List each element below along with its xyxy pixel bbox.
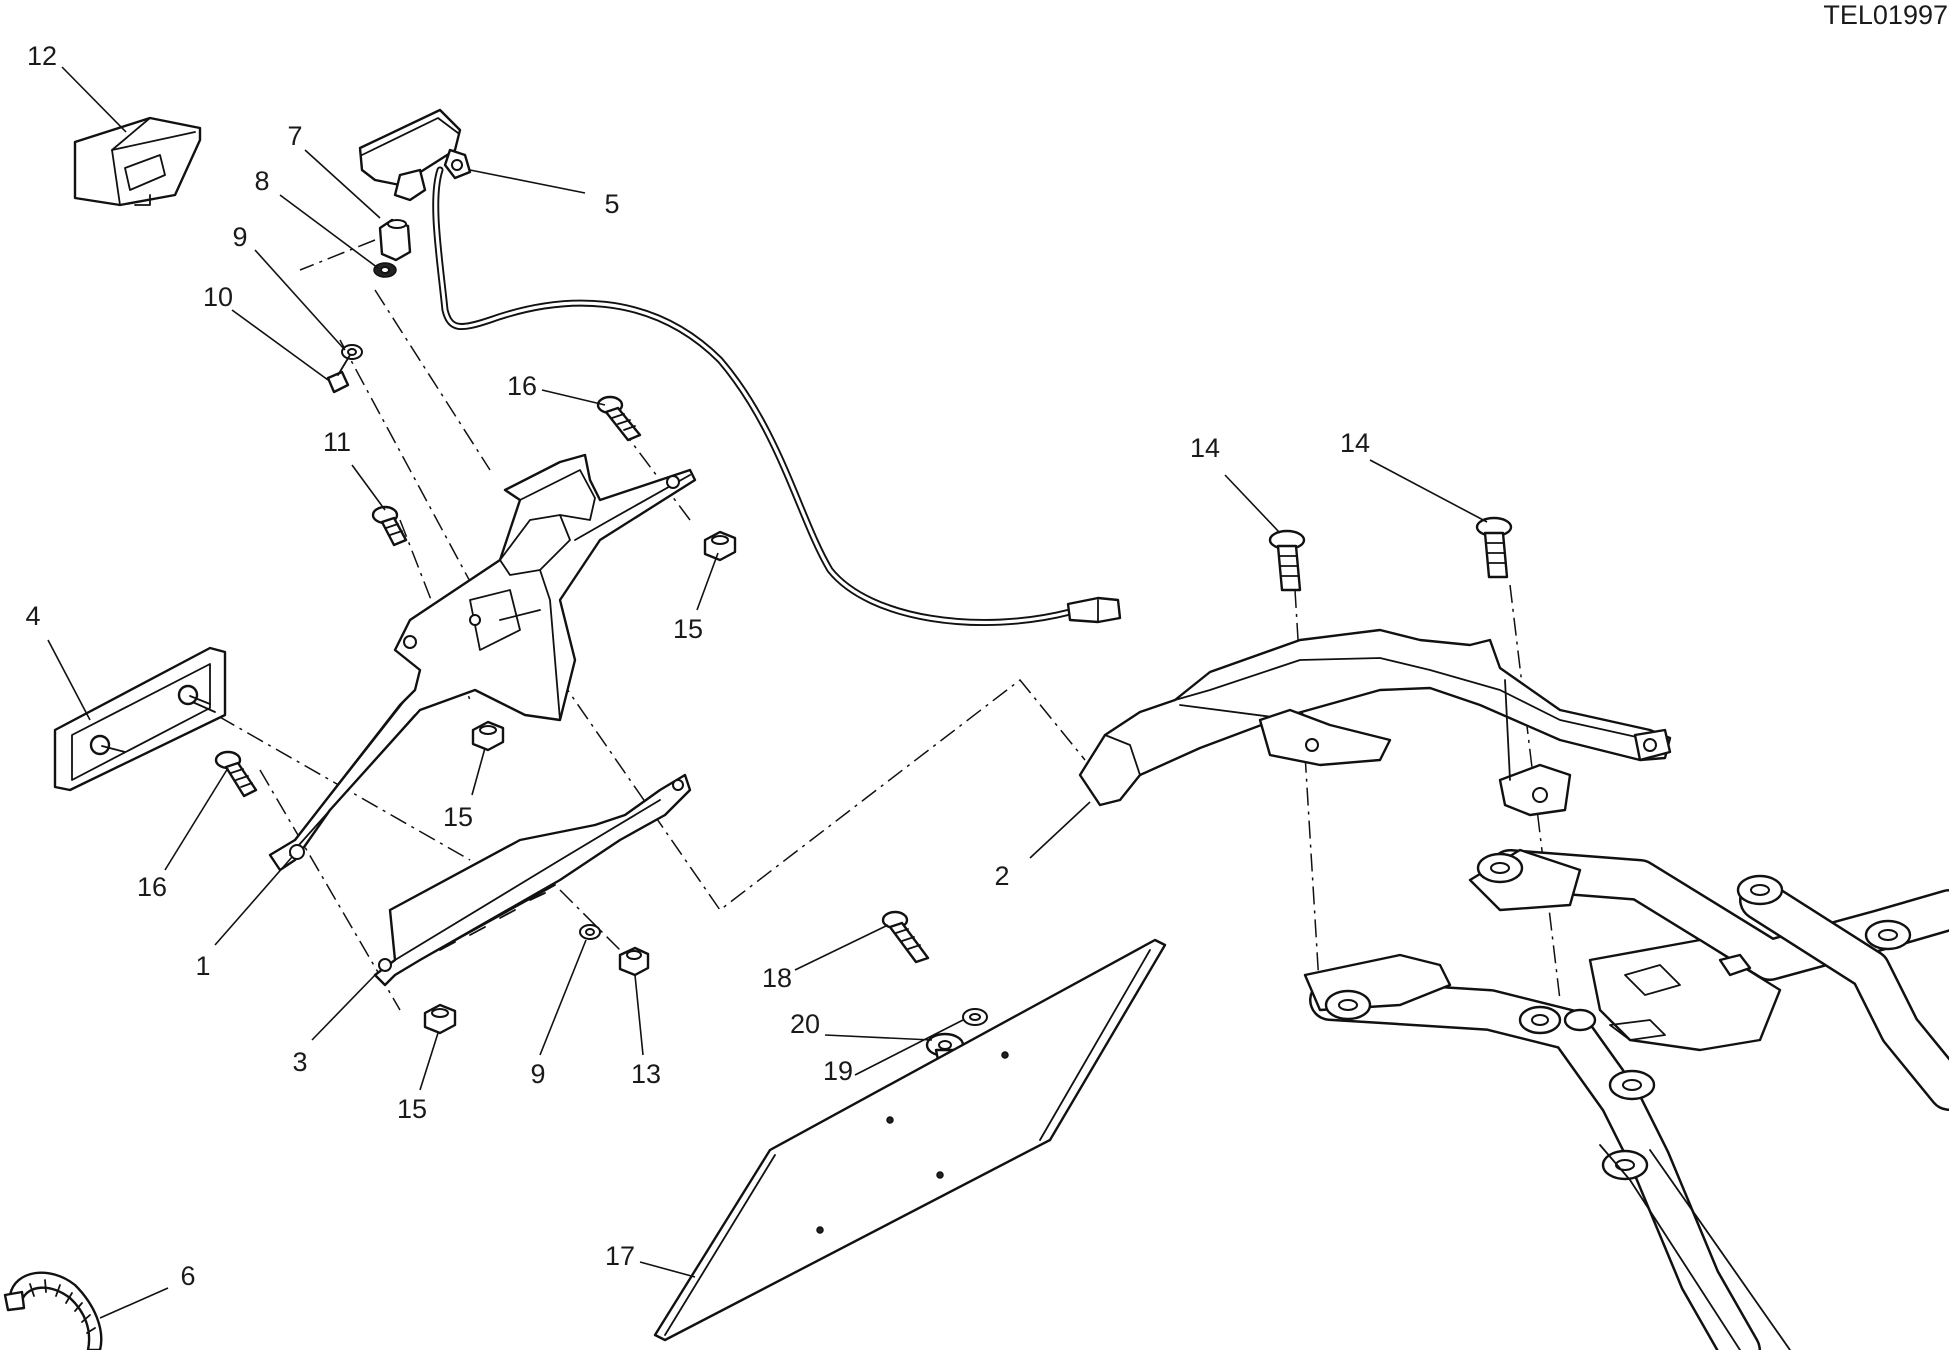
part-3-lower-bracket bbox=[373, 773, 692, 987]
part-7-spacer bbox=[378, 218, 412, 262]
leader-lines bbox=[47, 66, 1488, 1319]
part-9-washer-upper bbox=[341, 344, 363, 360]
callout-label: 3 bbox=[292, 1047, 307, 1077]
callout-label: 15 bbox=[443, 802, 473, 832]
part-13-nut bbox=[618, 946, 650, 977]
callout-label: 12 bbox=[27, 41, 57, 71]
part-12-cover bbox=[73, 116, 202, 207]
part-14-screw-right bbox=[1475, 516, 1513, 579]
callout-label: 10 bbox=[203, 282, 233, 312]
part-8-washer bbox=[373, 262, 397, 278]
callout-label: 17 bbox=[605, 1241, 635, 1271]
callout-label: 6 bbox=[180, 1261, 195, 1291]
part-18-screw bbox=[881, 910, 930, 964]
callout-label: 15 bbox=[673, 614, 703, 644]
part-9-washer-lower bbox=[579, 924, 601, 940]
callout-label: 4 bbox=[25, 601, 40, 631]
callout-label: 7 bbox=[287, 121, 302, 151]
callout-label: 1 bbox=[195, 951, 210, 981]
reference-code: TEL01997 bbox=[1823, 0, 1948, 30]
part-1-license-bracket bbox=[268, 453, 697, 872]
callout-labels: 12 7 8 9 10 5 16 11 15 4 15 16 1 3 9 13 … bbox=[25, 41, 1370, 1291]
callout-label: 11 bbox=[323, 427, 351, 457]
assembly-axis-lines bbox=[189, 239, 1561, 1011]
part-15-nut-upper bbox=[703, 530, 737, 562]
callout-label: 14 bbox=[1190, 433, 1220, 463]
part-17-license-plate bbox=[653, 938, 1167, 1342]
callout-label: 13 bbox=[631, 1059, 661, 1089]
callout-label: 16 bbox=[137, 872, 167, 902]
callout-label: 19 bbox=[823, 1056, 853, 1086]
callout-label: 18 bbox=[762, 963, 792, 993]
callout-label: 9 bbox=[232, 222, 247, 252]
part-11-screw bbox=[371, 505, 408, 547]
part-10-screw bbox=[326, 354, 351, 394]
part-2-rear-bracket bbox=[1078, 628, 1672, 817]
callout-label: 2 bbox=[994, 861, 1009, 891]
part-16-screw-upper bbox=[596, 395, 642, 442]
part-16-screw-lower bbox=[214, 750, 258, 798]
callout-label: 20 bbox=[790, 1009, 820, 1039]
part-19-washer bbox=[962, 1008, 988, 1026]
part-5-license-lamp bbox=[358, 108, 1122, 627]
part-4-reflector bbox=[53, 646, 227, 792]
callout-label: 14 bbox=[1340, 428, 1370, 458]
part-6-cable-tie bbox=[3, 1271, 103, 1350]
callout-label: 9 bbox=[530, 1059, 545, 1089]
part-15-nut-lower bbox=[423, 1003, 457, 1035]
motorcycle-frame bbox=[1303, 848, 1949, 1350]
callout-label: 8 bbox=[254, 166, 269, 196]
callout-label: 16 bbox=[507, 371, 537, 401]
callout-label: 5 bbox=[604, 189, 619, 219]
callout-label: 15 bbox=[397, 1094, 427, 1124]
part-14-screw-left bbox=[1268, 529, 1306, 592]
part-15-nut-middle bbox=[471, 720, 505, 752]
